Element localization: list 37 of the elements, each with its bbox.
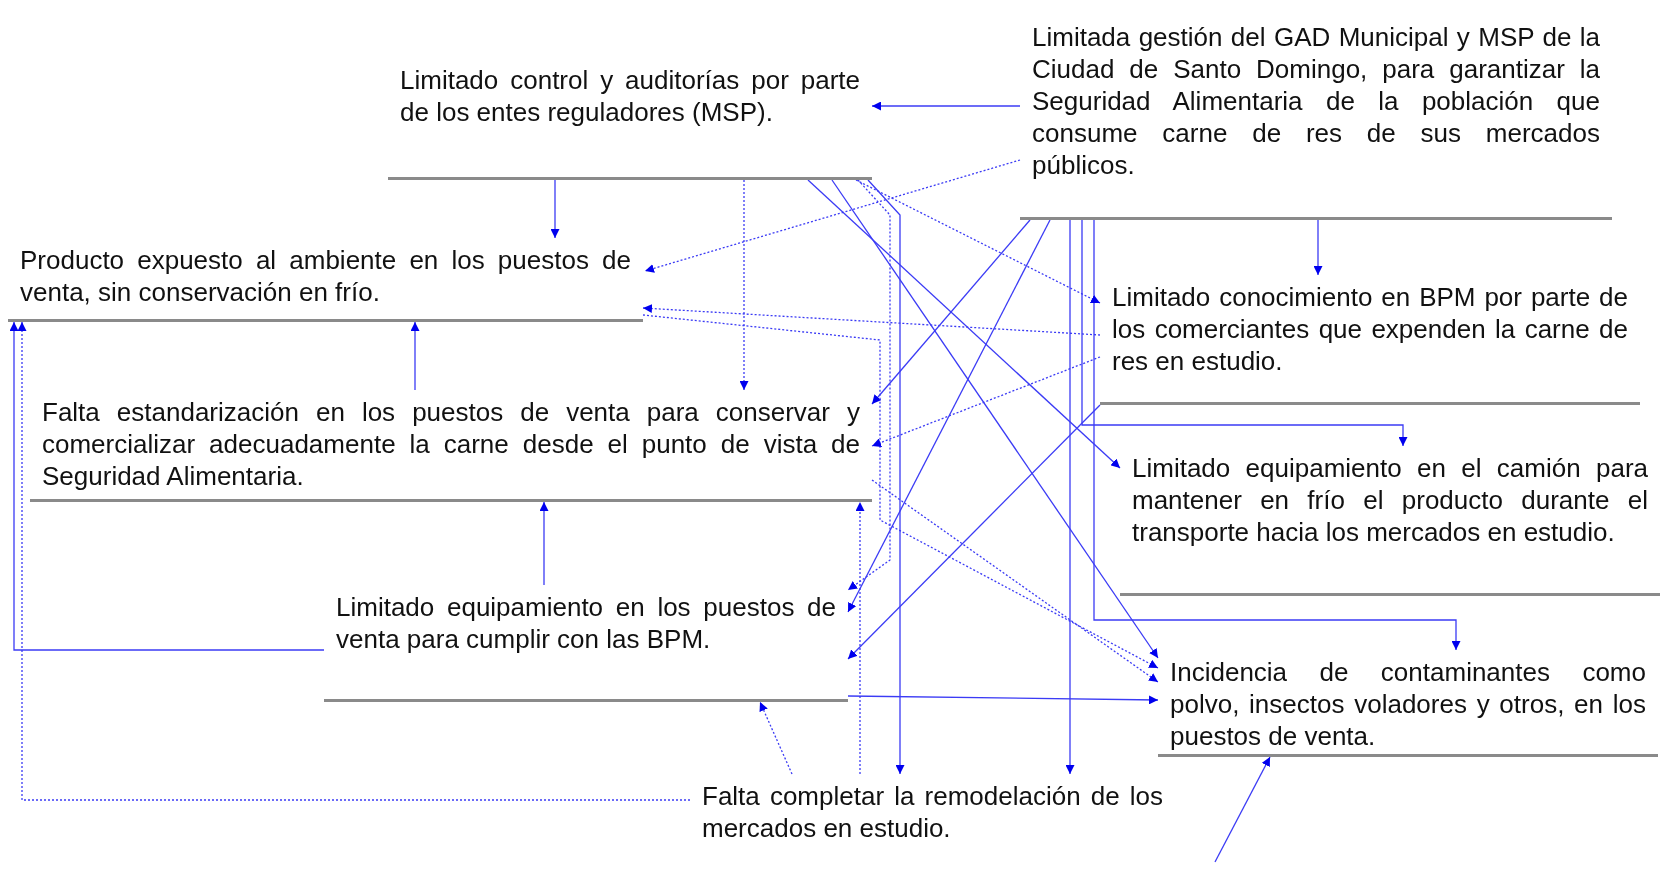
arrow	[1065, 219, 1075, 775]
arrow	[847, 219, 1051, 613]
arrow	[9, 321, 325, 651]
arrow	[410, 321, 420, 391]
cause-text: Limitado control y auditorías por parte de los entes reguladores (MSP).	[400, 64, 860, 128]
cause-text: Falta estandarización en los puestos de venta para conservar y comercializar adecuadamente la carne desde el punto de vista de Seguridad Alimentaria.	[42, 396, 860, 492]
cause-text: Limitado equipamiento en los puestos de venta para cumplir con las BPM.	[336, 591, 836, 655]
cause-text: Limitada gestión del GAD Municipal y MSP de la Ciudad de Santo Domingo, para garantizar la Seguridad Alimentaria de la población que consume carne de res de sus mercados públicos.	[1032, 21, 1600, 181]
arrow	[871, 101, 1021, 111]
arrow	[1313, 219, 1323, 276]
arrow	[847, 404, 1101, 660]
arrow	[831, 179, 1159, 659]
arrow	[539, 501, 549, 586]
arrow	[642, 304, 1101, 336]
cause-text: Limitado conocimiento en BPM por parte de los comerciantes que expenden la carne de res en estudio.	[1112, 281, 1628, 377]
cause-text: Incidencia de contaminantes como polvo, insectos voladores y otros, en los puestos de venta.	[1170, 656, 1646, 752]
arrow	[871, 479, 1159, 683]
arrow	[807, 179, 1121, 469]
arrow	[17, 321, 691, 801]
arrow	[1093, 219, 1461, 651]
arrow	[871, 356, 1101, 447]
arrow	[550, 179, 560, 239]
arrow	[1214, 756, 1271, 863]
cause-text: Falta completar la remodelación de los mercados en estudio.	[702, 780, 1163, 844]
cause-text: Producto expuesto al ambiente en los puestos de venta, sin conservación en frío.	[20, 244, 631, 308]
arrow	[759, 701, 793, 775]
arrow	[642, 314, 1159, 669]
arrow	[847, 179, 891, 591]
arrow	[739, 179, 749, 391]
arrow	[855, 179, 1101, 304]
arrow	[855, 501, 865, 775]
arrow	[871, 219, 1031, 405]
arrow	[867, 179, 905, 775]
arrow	[847, 695, 1159, 705]
arrow	[1081, 219, 1408, 447]
cause-text: Limitado equipamiento en el camión para mantener en frío el producto durante el transporte hacia los mercados en estudio.	[1132, 452, 1648, 548]
arrow	[644, 159, 1021, 273]
